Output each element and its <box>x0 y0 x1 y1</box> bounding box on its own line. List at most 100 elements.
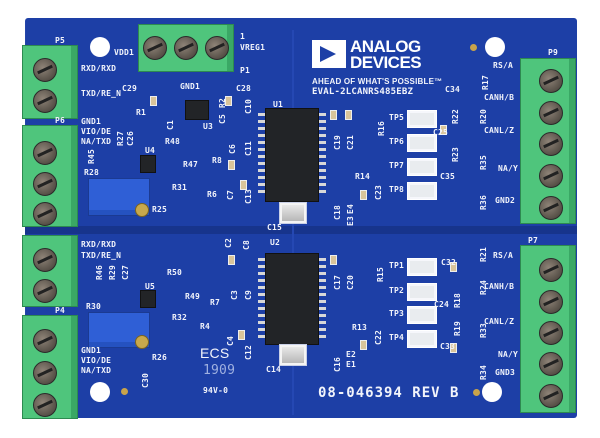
refdes-label: R16 <box>377 120 386 136</box>
ic-u2 <box>258 253 326 345</box>
label-vdd1: VDD1 <box>114 48 135 57</box>
refdes-label: R20 <box>479 108 488 124</box>
refdes-label: R31 <box>172 183 188 192</box>
refdes-label: R50 <box>167 268 183 277</box>
terminal-block-p4[interactable] <box>22 315 78 419</box>
refdes-label: C7 <box>226 189 235 200</box>
refdes-label: R14 <box>355 172 371 181</box>
refdes-label: R46 <box>95 264 104 280</box>
refdes-label: C30 <box>141 372 150 388</box>
smd-component <box>330 110 337 120</box>
refdes-label: C27 <box>121 264 130 280</box>
refdes-label: C2 <box>224 237 233 248</box>
screw-icon[interactable] <box>33 202 57 226</box>
refdes-label: C14 <box>266 365 282 374</box>
smd-component <box>238 330 245 340</box>
refdes-label: C26 <box>126 130 135 146</box>
screw-icon[interactable] <box>174 36 198 60</box>
terminal-block-p7[interactable] <box>520 245 576 413</box>
test-point-tp5[interactable] <box>407 110 437 128</box>
terminal-block-p5[interactable] <box>22 45 78 119</box>
refdes-label: C18 <box>333 204 342 220</box>
terminal-block-p3[interactable] <box>22 235 78 307</box>
test-point-tp8[interactable] <box>407 182 437 200</box>
label-txd-1: TXD/RE_N <box>81 89 122 98</box>
smd-component <box>330 255 337 265</box>
screw-icon[interactable] <box>539 290 563 314</box>
label-p9: P9 <box>548 48 559 57</box>
screw-icon[interactable] <box>539 384 563 408</box>
refdes-label: R6 <box>207 190 218 199</box>
label-rxd-1: RXD/RXD <box>81 64 117 73</box>
brand-line1: ANALOG <box>350 37 421 56</box>
refdes-label: C12 <box>244 344 253 360</box>
refdes-label: R45 <box>87 148 96 164</box>
smd-component <box>360 190 367 200</box>
refdes-label: C22 <box>374 329 383 345</box>
test-point-tp6[interactable] <box>407 134 437 152</box>
label-nay-2: NA/Y <box>498 350 519 359</box>
label-rxd-2: RXD/RXD <box>81 240 117 249</box>
label-vreg1: VREG1 <box>240 43 266 52</box>
screw-icon[interactable] <box>33 361 57 385</box>
smd-component <box>225 96 232 106</box>
screw-icon[interactable] <box>33 89 57 113</box>
refdes-label: R48 <box>165 137 181 146</box>
smd-component <box>228 160 235 170</box>
refdes-label: R29 <box>108 264 117 280</box>
refdes-label: TP7 <box>389 161 405 170</box>
screw-icon[interactable] <box>539 321 563 345</box>
test-point-tp1[interactable] <box>407 258 437 276</box>
refdes-label: R4 <box>200 322 211 331</box>
screw-icon[interactable] <box>33 329 57 353</box>
label-canl-1: CANL/Z <box>484 126 515 135</box>
label-nay-1: NA/Y <box>498 164 519 173</box>
refdes-label: R28 <box>84 168 100 177</box>
label-canl-2: CANL/Z <box>484 317 515 326</box>
test-point-tp2[interactable] <box>407 283 437 301</box>
refdes-label: C34 <box>445 85 461 94</box>
screw-icon[interactable] <box>539 132 563 156</box>
refdes-label: C24 <box>434 300 450 309</box>
smd-component <box>360 340 367 350</box>
terminal-block-p1[interactable] <box>138 24 234 72</box>
screw-icon[interactable] <box>33 58 57 82</box>
label-txd-2: TXD/RE_N <box>81 251 122 260</box>
screw-icon[interactable] <box>539 258 563 282</box>
screw-icon[interactable] <box>33 248 57 272</box>
screw-icon[interactable] <box>539 164 563 188</box>
potentiometer-r25[interactable] <box>88 178 150 217</box>
label-p1-pin1: 1 <box>240 32 246 41</box>
label-canh-2: CANH/B <box>484 282 515 291</box>
refdes-label: U3 <box>203 122 214 131</box>
capacitor-c14 <box>279 344 307 366</box>
screw-icon[interactable] <box>539 101 563 125</box>
refdes-label: U2 <box>270 238 281 247</box>
screw-icon[interactable] <box>33 279 57 303</box>
test-point-tp3[interactable] <box>407 306 437 324</box>
smd-component <box>228 255 235 265</box>
refdes-label: E4 <box>346 203 355 214</box>
screw-icon[interactable] <box>539 196 563 220</box>
ecs-code: 1909 <box>203 363 236 378</box>
refdes-label: R47 <box>183 160 199 169</box>
refdes-label: R19 <box>453 320 462 336</box>
screw-icon[interactable] <box>539 69 563 93</box>
terminal-block-p6[interactable] <box>22 125 78 227</box>
test-point-tp7[interactable] <box>407 158 437 176</box>
refdes-label: R26 <box>152 353 168 362</box>
test-point-tp4[interactable] <box>407 330 437 348</box>
screw-icon[interactable] <box>33 141 57 165</box>
screw-icon[interactable] <box>539 352 563 376</box>
refdes-label: E2 <box>346 350 357 359</box>
screw-icon[interactable] <box>205 36 229 60</box>
refdes-label: TP6 <box>389 137 405 146</box>
screw-icon[interactable] <box>143 36 167 60</box>
screw-icon[interactable] <box>33 172 57 196</box>
terminal-block-p9[interactable] <box>520 58 576 224</box>
mounting-hole <box>90 37 110 57</box>
screw-icon[interactable] <box>33 393 57 417</box>
potentiometer-r26[interactable] <box>88 312 150 349</box>
refdes-label: C19 <box>333 134 342 150</box>
refdes-label: C28 <box>236 84 252 93</box>
